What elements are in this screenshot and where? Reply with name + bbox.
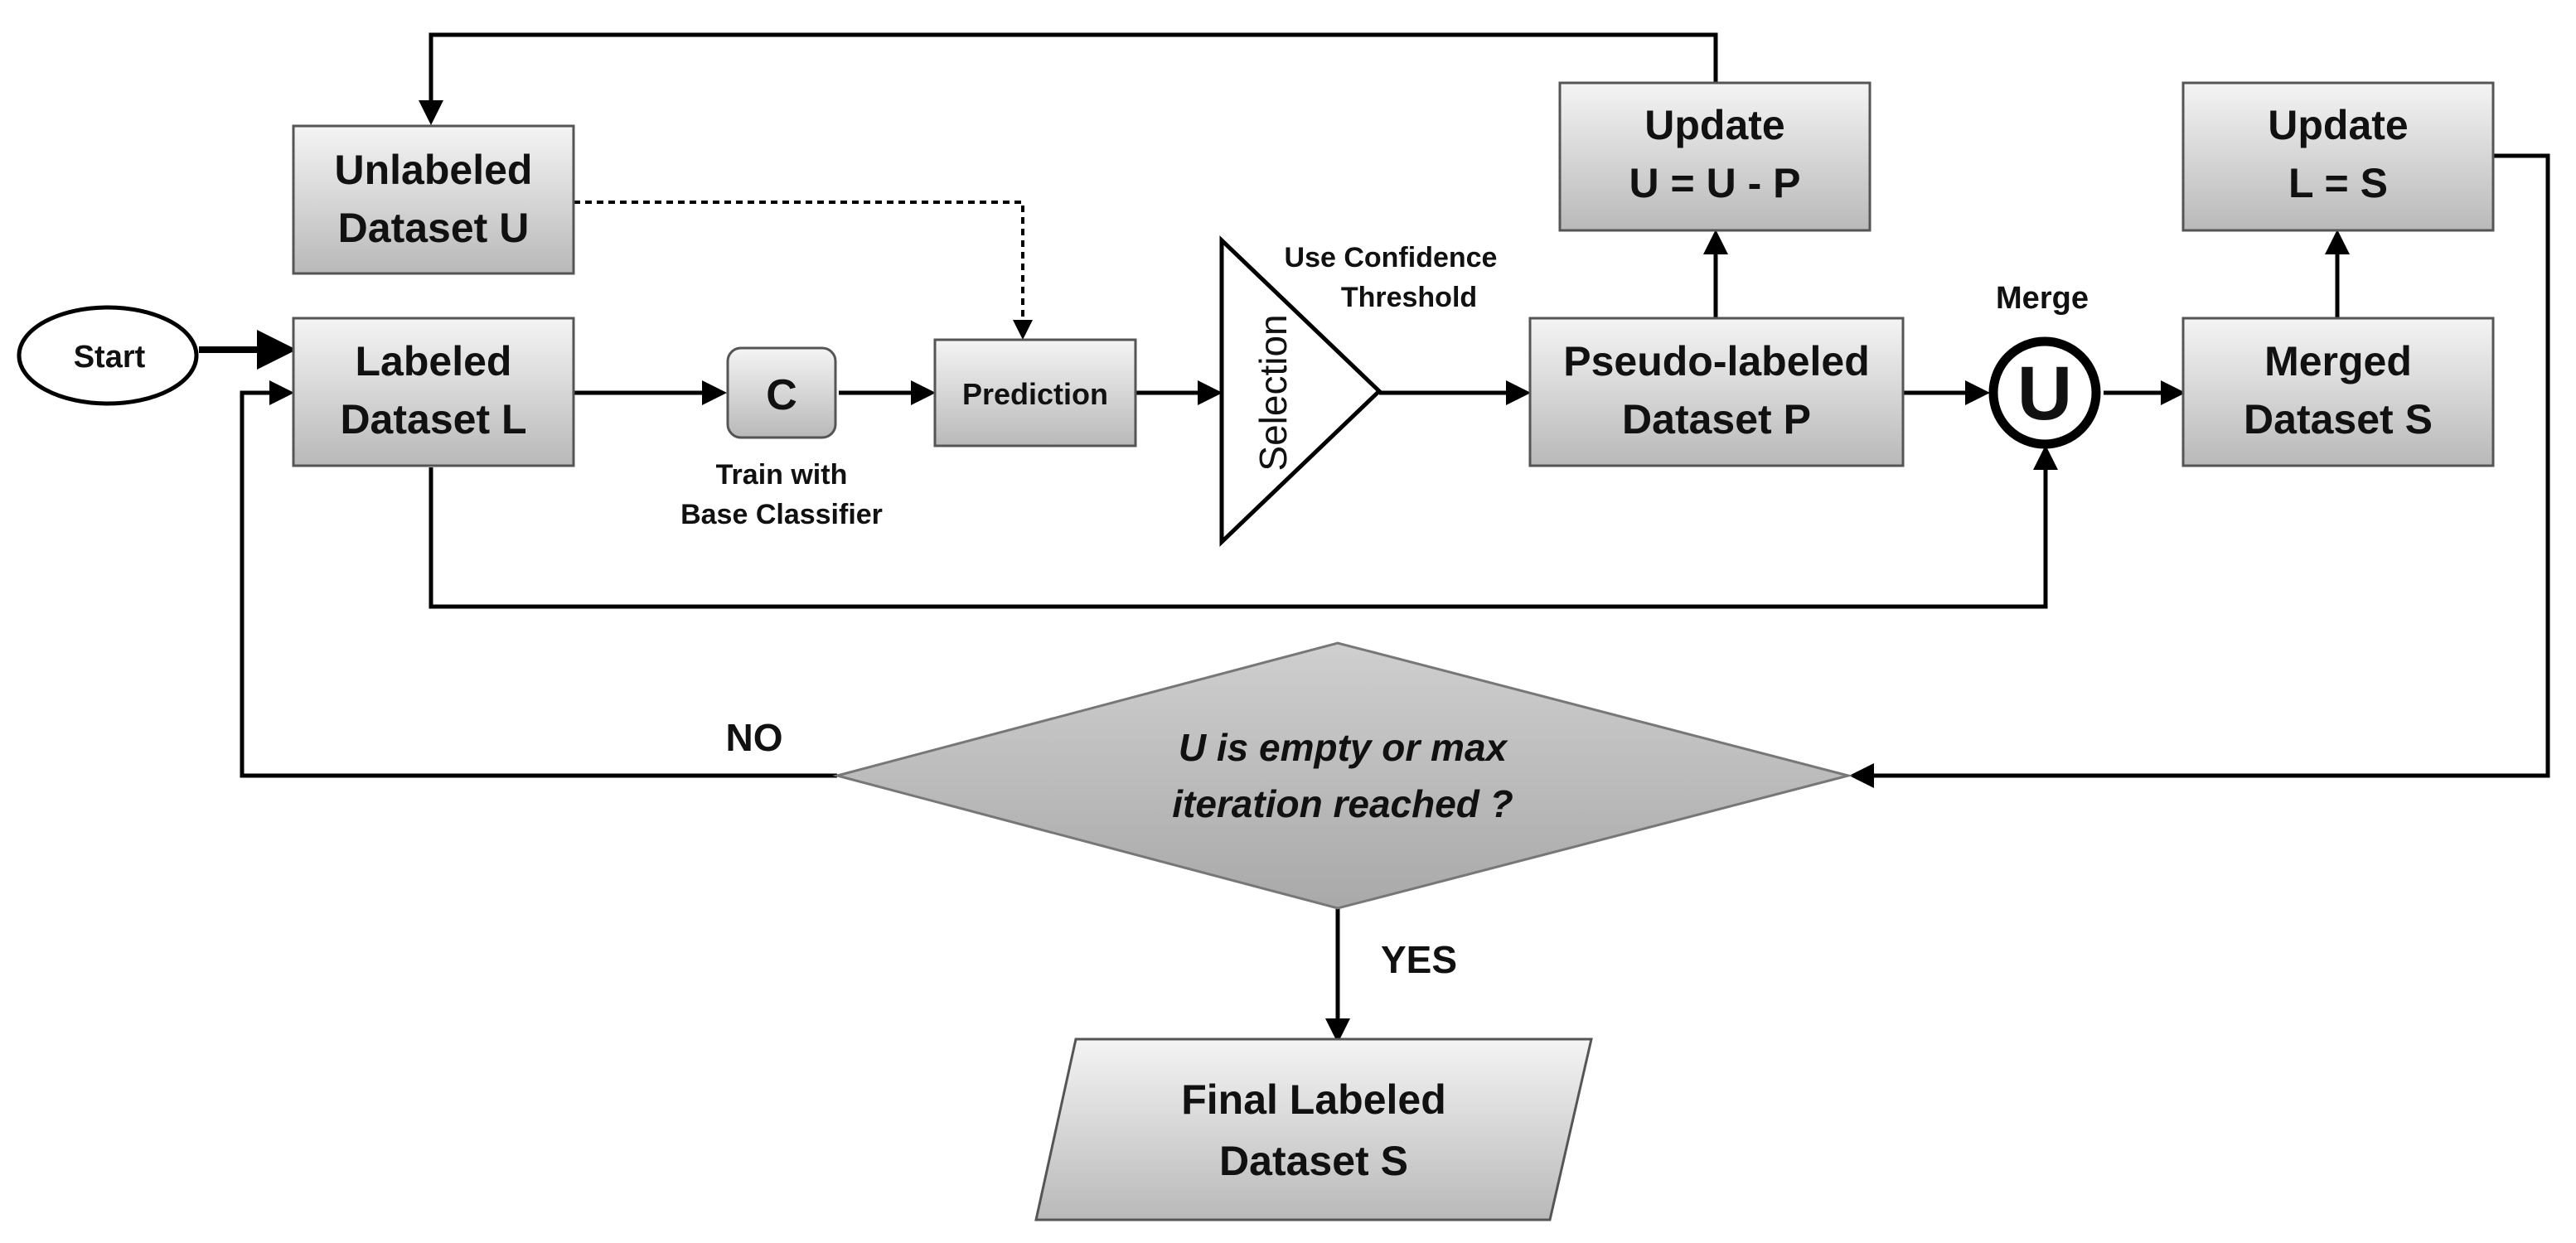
decision-line2: iteration reached ? [1172,782,1513,825]
update-l-line2: L = S [2288,160,2388,206]
edge-update-u-to-unlabeled [419,32,1718,125]
edge-label-yes: YES [1381,938,1457,981]
prediction-node: Prediction [933,338,1137,447]
final-line2: Dataset S [1219,1138,1408,1184]
selection-caption-line2: Threshold [1341,282,1477,313]
pseudo-line2: Dataset P [1622,396,1811,443]
unlabeled-line1: Unlabeled [335,147,533,193]
pseudo-labeled-dataset-node: Pseudo-labeled Dataset P [1528,317,1905,467]
unlabeled-line2: Dataset U [338,205,530,251]
merge-node: Merge U [1988,281,2101,449]
start-label: Start [74,340,146,375]
edge-unlabeled-to-prediction [574,201,1033,340]
update-u-line1: Update [1644,102,1784,148]
merged-line1: Merged [2264,338,2412,385]
update-l-line1: Update [2268,102,2408,148]
labeled-line2: Dataset L [340,396,526,443]
merge-caption: Merge [1996,281,2089,316]
labeled-dataset-node: Labeled Dataset L [292,317,575,467]
edge-update-l-to-decision [1849,153,2550,788]
edge-label-no: NO [726,716,783,759]
selection-node: Selection Use Confidence Threshold [1219,235,1498,547]
edge-decision-no-to-labeled [240,380,837,778]
selection-caption-line1: Use Confidence [1285,242,1498,273]
classifier-caption-line1: Train with [716,459,848,491]
prediction-label: Prediction [962,377,1108,411]
classifier-label: C [766,371,797,419]
selection-label: Selection [1252,314,1295,471]
decision-line1: U is empty or max [1179,726,1509,769]
final-line1: Final Labeled [1181,1076,1446,1123]
update-u-line2: U = U - P [1629,160,1801,206]
edge-labeled-to-merge [429,445,2058,609]
merged-line2: Dataset S [2244,396,2433,443]
classifier-caption-line2: Base Classifier [680,499,883,530]
merged-dataset-node: Merged Dataset S [2181,317,2495,467]
decision-node: U is empty or max iteration reached ? [832,641,1853,910]
final-dataset-node: Final Labeled Dataset S [1034,1037,1593,1221]
start-node: Start [17,305,199,406]
update-u-node: Update U = U - P [1558,81,1871,232]
union-symbol: U [2017,351,2072,436]
pseudo-line1: Pseudo-labeled [1563,338,1870,385]
update-l-node: Update L = S [2181,81,2495,232]
classifier-node: C Train with Base Classifier [680,346,883,530]
labeled-line1: Labeled [356,338,512,385]
unlabeled-dataset-node: Unlabeled Dataset U [292,124,575,275]
